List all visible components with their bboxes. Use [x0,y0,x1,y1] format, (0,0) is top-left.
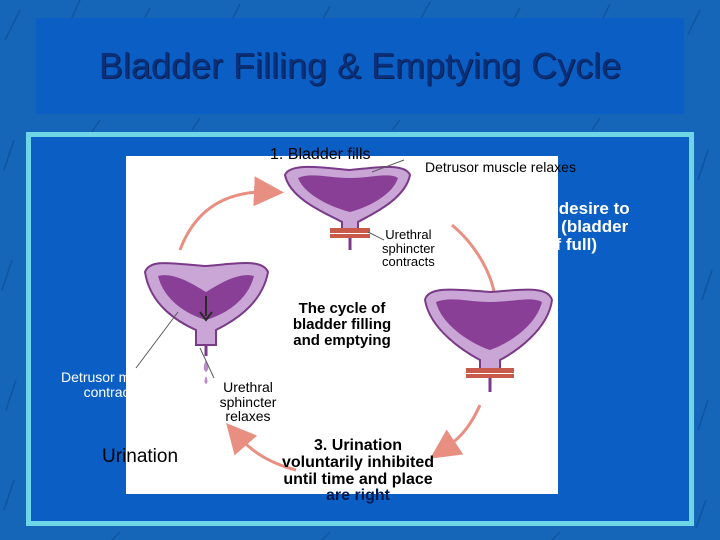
title-box: Bladder Filling & Emptying Cycle [36,18,684,114]
slide-title: Bladder Filling & Emptying Cycle [98,45,622,86]
cycle-arrow-bottom-right [430,404,482,459]
label-urethral-contracts: Urethral sphincter contracts [382,227,435,270]
label-urination: Urination [102,446,179,467]
label-detrusor-relaxes: Detrusor muscle relaxes [425,159,576,175]
label-cycle-center: The cycle of bladder filling and emptyin… [292,300,392,349]
label-detrusor-contracts: Detrusor muscle contracts [61,369,163,400]
label-step1: 1. Bladder fills [270,146,371,163]
label-step2: 2. First desire to urinate (bladder half… [498,199,630,254]
cycle-arrow-bottom-left [226,422,297,472]
bladder-emptying [143,262,270,384]
label-urethral-relaxes: Urethral sphincter relaxes [219,379,277,425]
bladder-half-full [423,288,554,392]
cycle-arrow-top-left [178,176,284,251]
bladder-filling [283,165,412,250]
label-step3: 3. Urination voluntarily inhibited until… [281,437,434,505]
